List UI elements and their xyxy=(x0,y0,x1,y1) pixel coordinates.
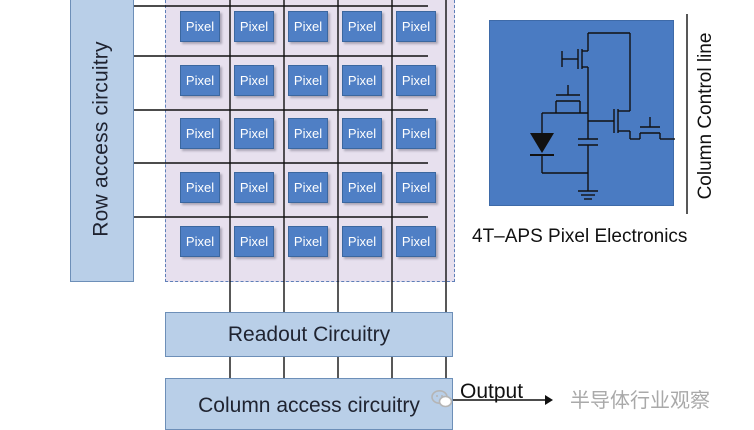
pixel-cell: Pixel xyxy=(288,11,328,42)
pixel-cell: Pixel xyxy=(396,226,436,257)
aps-schematic xyxy=(489,20,675,206)
pixel-cell: Pixel xyxy=(234,172,274,203)
pixel-cell: Pixel xyxy=(396,65,436,96)
watermark: 半导体行业观察 xyxy=(430,384,710,413)
aps-caption: 4T–APS Pixel Electronics xyxy=(472,226,688,247)
pixel-cell: Pixel xyxy=(180,172,220,203)
pixel-cell: Pixel xyxy=(180,11,220,42)
readout-label: Readout Circuitry xyxy=(227,322,391,346)
pixel-cell: Pixel xyxy=(342,226,382,257)
pixel-cell: Pixel xyxy=(342,11,382,42)
pixel-cell: Pixel xyxy=(234,65,274,96)
pixel-cell: Pixel xyxy=(288,226,328,257)
pixel-cell: Pixel xyxy=(234,11,274,42)
pixel-cell: Pixel xyxy=(288,65,328,96)
aps-circuit xyxy=(530,32,675,200)
pixel-cell: Pixel xyxy=(396,118,436,149)
pixel-cell: Pixel xyxy=(396,172,436,203)
pixel-cell: Pixel xyxy=(342,172,382,203)
pixel-cell: Pixel xyxy=(288,172,328,203)
pixel-cell: Pixel xyxy=(180,65,220,96)
wechat-icon xyxy=(431,389,453,407)
pixel-cell: Pixel xyxy=(342,118,382,149)
row-access-circuitry: Row access circuitry xyxy=(70,0,134,282)
pixel-cell: Pixel xyxy=(396,11,436,42)
output-label: Output xyxy=(460,380,524,403)
pixel-cell: Pixel xyxy=(180,118,220,149)
photodiode-icon xyxy=(530,133,554,153)
column-access-label: Column access circuitry xyxy=(198,394,420,417)
column-access-circuitry: Column access circuitry xyxy=(165,378,453,430)
watermark-text: 半导体行业观察 xyxy=(570,390,710,412)
pixel-cell: Pixel xyxy=(288,118,328,149)
pixel-cell: Pixel xyxy=(234,226,274,257)
output-arrow-head xyxy=(545,395,553,405)
pixel-cell: Pixel xyxy=(234,118,274,149)
pixel-cell: Pixel xyxy=(180,226,220,257)
pixel-cell: Pixel xyxy=(342,65,382,96)
readout-circuitry: Readout Circuitry xyxy=(165,312,453,357)
column-control-label: Column Control line xyxy=(695,32,716,200)
